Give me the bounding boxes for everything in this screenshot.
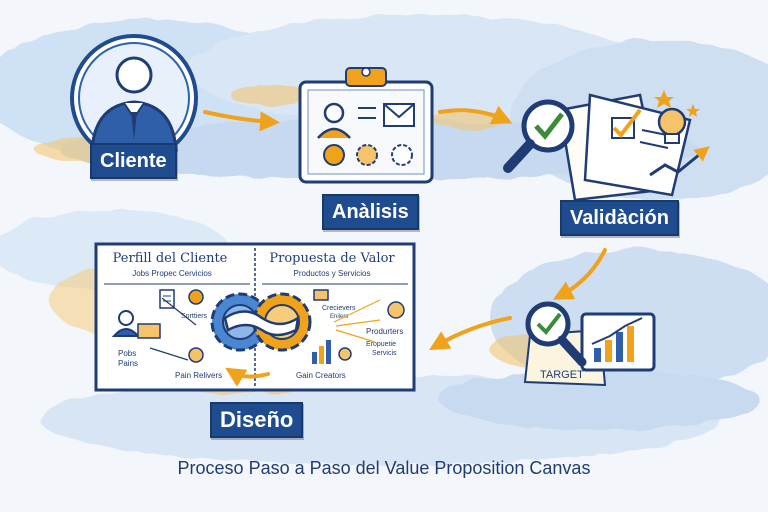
diagram-caption: Proceso Paso a Paso del Value Propositio…: [177, 458, 591, 478]
customer-person-icon: [111, 310, 161, 339]
magnifier-check-icon: [503, 99, 575, 173]
arrow-icon: [333, 299, 381, 343]
step-label-analisis: Anàlisis: [322, 194, 419, 230]
step-label-validacion: Validàción: [560, 200, 679, 236]
lightbulb-icon: [387, 301, 405, 319]
arrow-icon: [225, 367, 270, 387]
gain-icon: [338, 347, 352, 361]
servicis-label: Servicis: [372, 350, 397, 357]
arrow-icon: [149, 347, 189, 361]
lightbulb-icon: [657, 107, 687, 144]
target-icon: [188, 289, 204, 305]
produrters-label: Produrters: [366, 327, 403, 336]
value-proposition-canvas: Perfill del Cliente Jobs Propec Cervicio…: [94, 242, 416, 392]
pobs-label: Pobs: [118, 349, 136, 358]
pain-relievers-label: Pain Relivers: [175, 371, 222, 380]
box-icon: [313, 289, 329, 301]
step-label-cliente: Cliente: [90, 143, 177, 179]
sorters-label: Sorttiers: [181, 313, 208, 320]
chart-icon: [312, 340, 331, 364]
star-icon: [654, 90, 700, 117]
enilers-label: Enilers: [330, 314, 348, 320]
arrow-icon: [429, 316, 512, 351]
cliente-avatar: [70, 34, 198, 162]
target-label: TARGET: [540, 369, 584, 381]
arrow-icon: [438, 105, 513, 124]
gear-icon: [252, 292, 312, 352]
right-subtitle: Productos y Servicios: [294, 269, 371, 278]
handshake-icon: [223, 310, 300, 337]
left-title: Perfill del Cliente: [113, 251, 228, 266]
step-label-diseno: Diseño: [210, 402, 304, 438]
profile-icon: [317, 102, 351, 139]
person-icon: [90, 56, 178, 152]
eropuetie-label: Eropuetie: [366, 341, 396, 348]
target-report: TARGET: [523, 312, 656, 387]
magnifier-check-icon: [525, 301, 587, 367]
flow-arrows: [203, 105, 607, 387]
gain-creators-label: Gain Creators: [296, 371, 346, 380]
arrow-icon: [203, 110, 280, 132]
right-title: Propuesta de Valor: [269, 251, 395, 266]
crecievers-label: Crecievers: [322, 305, 356, 312]
document-icon: [159, 289, 175, 309]
left-subtitle: Jobs Propec Cervicios: [132, 269, 212, 278]
gear-icon: [323, 144, 413, 166]
arrow-icon: [552, 248, 607, 300]
pains-label: Pains: [118, 359, 138, 368]
clipboard-icon: [298, 67, 434, 184]
lightbulb-icon: [188, 347, 204, 363]
chart-icon: [591, 317, 643, 362]
arrow-icon: [161, 297, 197, 326]
